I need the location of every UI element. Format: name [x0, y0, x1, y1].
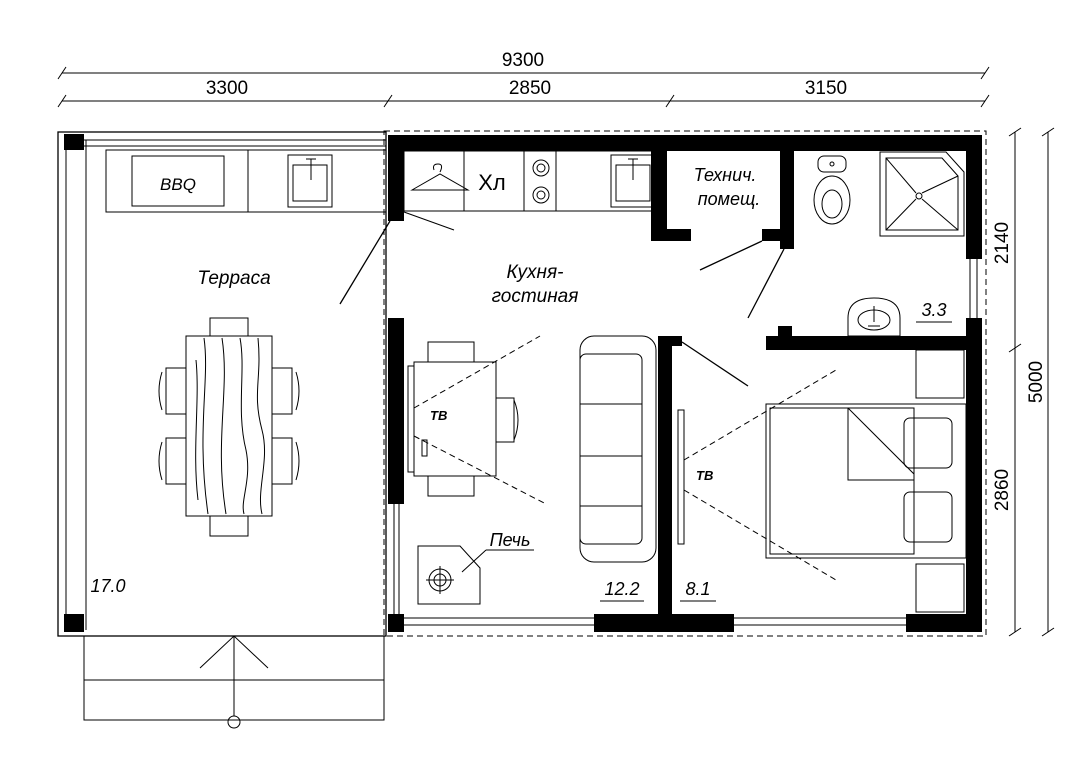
terrace-dining-table [158, 317, 300, 537]
terrace-sink-icon [287, 154, 333, 208]
bedroom: ТВ 8.1 [677, 349, 967, 613]
right-dimensions: 2140 2860 5000 [992, 127, 1055, 637]
house-outline [383, 130, 987, 637]
fridge-label: Хл [478, 170, 506, 195]
dim-seg2: 2850 [509, 78, 551, 99]
tech-room: Технич. помещ. [694, 165, 761, 209]
hanger-icon [410, 163, 470, 191]
cooktop-icon [532, 159, 550, 204]
bedroom-tv: ТВ [677, 369, 837, 581]
tech-name-line1: Технич. [694, 165, 757, 185]
tech-name-line2: помещ. [698, 189, 761, 209]
kitchen-sink-icon [610, 154, 656, 208]
stove: Печь [417, 530, 534, 605]
sofa [579, 335, 657, 563]
bedroom-area: 8.1 [685, 579, 710, 599]
kitchen-name-line2: гостиная [492, 286, 579, 307]
tv-living-label: ТВ [430, 408, 447, 423]
dim-height-bottom: 2860 [992, 469, 1013, 511]
shower-icon [879, 151, 965, 237]
entrance-steps [83, 635, 385, 729]
bed [765, 403, 967, 559]
living-tv: ТВ [407, 335, 547, 505]
terrace-name: Терраса [197, 268, 270, 289]
top-dimensions: 9300 3300 2850 3150 [57, 50, 990, 108]
toilet-icon [813, 155, 851, 225]
stove-label: Печь [490, 530, 531, 550]
windows [393, 259, 978, 626]
tv-bedroom-label: ТВ [696, 468, 713, 483]
dim-seg1: 3300 [206, 78, 248, 99]
dim-seg3: 3150 [805, 78, 847, 99]
bathroom-area: 3.3 [921, 300, 946, 320]
entrance-marker-icon [227, 715, 241, 729]
bathroom-sink-icon [847, 297, 901, 337]
nightstand-top [915, 349, 965, 399]
nightstand-bottom [915, 563, 965, 613]
dim-height-total: 5000 [1026, 361, 1047, 403]
bbq-label: BBQ [160, 175, 196, 194]
walls [388, 135, 982, 632]
kitchen-name-line1: Кухня- [507, 262, 564, 283]
dim-total-width: 9300 [502, 50, 544, 71]
kitchen-living: Хл Кухня- гостиная ТВ [403, 150, 661, 605]
bbq-grill [131, 155, 225, 207]
dim-height-top: 2140 [992, 222, 1013, 264]
terrace-area: 17.0 [90, 576, 125, 596]
kitchen-area: 12.2 [604, 579, 639, 599]
bathroom: 3.3 [813, 151, 965, 337]
terrace: BBQ Терраса 17.0 [57, 131, 387, 637]
doors [339, 211, 785, 387]
